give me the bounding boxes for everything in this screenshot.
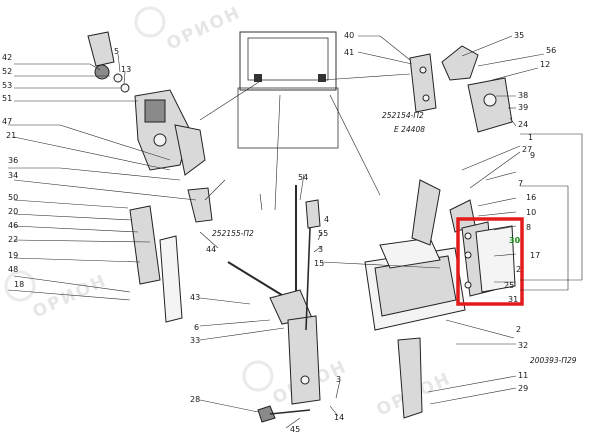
part-label: 12 bbox=[540, 60, 550, 69]
part-label: 29 bbox=[518, 384, 528, 393]
part-label: 1 bbox=[528, 133, 533, 142]
door-outline bbox=[199, 31, 411, 211]
part-label: 38 bbox=[518, 91, 528, 100]
highlighted-bracket bbox=[456, 217, 524, 306]
part-label: 53 bbox=[2, 81, 12, 90]
part-label: 8 bbox=[526, 223, 531, 232]
watermark-text: ОРИОН bbox=[30, 271, 111, 323]
part-label: 43 bbox=[190, 293, 200, 302]
part-label: 2 bbox=[516, 265, 521, 274]
part-label: 9 bbox=[530, 151, 535, 160]
part-label: 31 bbox=[508, 295, 518, 304]
part-code: Е 24408 bbox=[394, 125, 425, 134]
part-label: 47 bbox=[2, 117, 12, 126]
door-lock-assembly bbox=[87, 31, 226, 223]
part-label: 18 bbox=[14, 280, 24, 289]
part-label: 11 bbox=[518, 371, 528, 380]
part-label: 24 bbox=[518, 120, 528, 129]
part-code: 200393-П29 bbox=[530, 356, 577, 365]
part-label: 22 bbox=[8, 235, 18, 244]
part-code: 252155-П2 bbox=[212, 229, 254, 238]
part-label: 55 bbox=[318, 229, 328, 238]
part-label: 4 bbox=[324, 215, 329, 224]
part-label: 33 bbox=[190, 336, 200, 345]
part-label: 51 bbox=[2, 94, 12, 103]
watermark-text: ОРИОН bbox=[164, 3, 245, 55]
part-label: 52 bbox=[2, 67, 12, 76]
part-label: 46 bbox=[8, 221, 18, 230]
part-label: 50 bbox=[8, 193, 18, 202]
highlight-label: 30 bbox=[509, 236, 521, 245]
watermark-logo bbox=[4, 270, 36, 302]
part-label: 44 bbox=[206, 245, 216, 254]
part-label: 19 bbox=[8, 251, 18, 260]
part-label: 13 bbox=[121, 65, 131, 74]
linkage-rods bbox=[129, 185, 321, 423]
part-label: 3 bbox=[336, 375, 341, 384]
part-label: 45 bbox=[290, 425, 300, 434]
part-label: 35 bbox=[514, 31, 524, 40]
part-label: 28 bbox=[190, 395, 200, 404]
part-label: 39 bbox=[518, 103, 528, 112]
part-label: 15 bbox=[314, 259, 324, 268]
part-label: 21 bbox=[6, 131, 16, 140]
part-label: 32 bbox=[518, 341, 528, 350]
part-code: 252154-П2 bbox=[382, 111, 424, 120]
part-label: 42 bbox=[2, 53, 12, 62]
part-label: 7 bbox=[518, 179, 523, 188]
watermark-layer: ОРИОН ОРИОН ОРИОН ОРИОН bbox=[4, 3, 454, 421]
part-label: 14 bbox=[334, 413, 344, 422]
leader-lines bbox=[7, 35, 583, 429]
part-label: 54 bbox=[298, 173, 308, 182]
part-label: 48 bbox=[8, 265, 18, 274]
part-label: 10 bbox=[526, 208, 536, 217]
door-latch-assembly bbox=[409, 45, 513, 133]
watermark-logo bbox=[134, 6, 166, 38]
part-label: 56 bbox=[546, 46, 556, 55]
part-labels: 42 52 53 51 47 21 36 34 50 20 46 22 19 4… bbox=[2, 31, 577, 434]
highlight-frame bbox=[456, 217, 524, 306]
part-label: 2 bbox=[516, 325, 521, 334]
part-label: 34 bbox=[8, 171, 18, 180]
part-label: 20 bbox=[8, 207, 18, 216]
part-label: 40 bbox=[344, 31, 354, 40]
part-label: 3 bbox=[318, 245, 323, 254]
part-label: 41 bbox=[344, 48, 354, 57]
part-label: 16 bbox=[526, 193, 536, 202]
part-label: 27 bbox=[522, 145, 532, 154]
part-label: 25 bbox=[504, 281, 514, 290]
part-label: 6 bbox=[194, 323, 199, 332]
part-label: 17 bbox=[530, 251, 540, 260]
watermark-logo bbox=[242, 360, 274, 392]
part-label: 36 bbox=[8, 156, 18, 165]
part-label: 5 bbox=[114, 47, 119, 56]
